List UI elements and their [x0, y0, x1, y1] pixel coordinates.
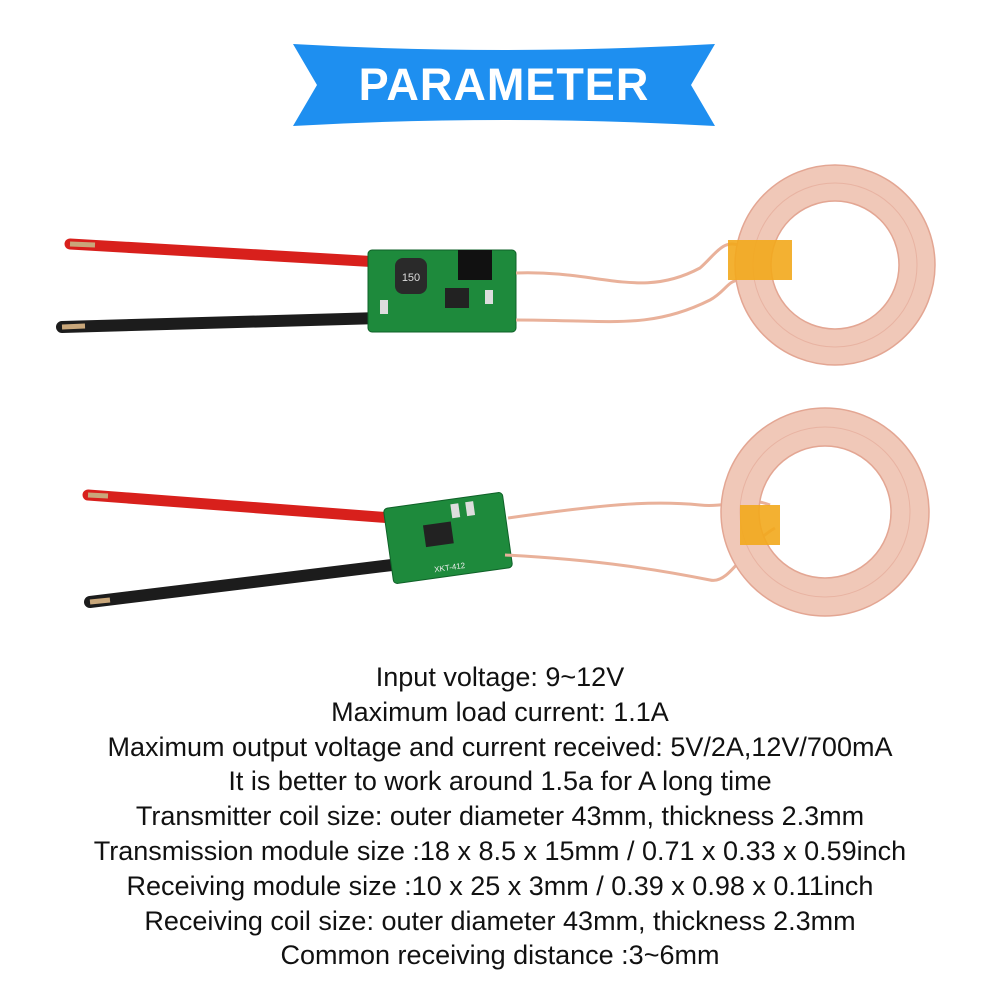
spec-max-load-current: Maximum load current: 1.1A — [331, 696, 669, 727]
spec-max-output: Maximum output voltage and current recei… — [107, 731, 893, 762]
spec-transmission-module: Transmission module size :18 x 8.5 x 15m… — [93, 835, 907, 866]
spec-receiving-distance: Common receiving distance :3~6mm — [280, 940, 720, 971]
inductor-label: 150 — [402, 272, 420, 284]
spec-input-voltage: Input voltage: 9~12V — [375, 662, 625, 692]
spec-recommended-current: It is better to work around 1.5a for A l… — [228, 766, 772, 797]
spec-receiving-coil: Receiving coil size: outer diameter 43mm… — [144, 905, 856, 936]
specifications-list: Input voltage: 9~12V Maximum load curren… — [0, 660, 1000, 973]
receiver-coil — [720, 407, 930, 617]
spec-receiving-module: Receiving module size :10 x 25 x 3mm / 0… — [126, 870, 874, 901]
spec-transmitter-coil: Transmitter coil size: outer diameter 43… — [135, 801, 865, 832]
transmitter-coil — [728, 164, 936, 366]
receiver-module: XKT-412 — [82, 407, 930, 617]
product-illustration: 150 XKT-412 — [56, 164, 936, 617]
receiver-label: XKT-412 — [434, 561, 467, 574]
transmitter-module: 150 — [56, 164, 936, 366]
parameter-banner — [293, 44, 715, 126]
banner-title: PARAMETER — [358, 59, 650, 110]
